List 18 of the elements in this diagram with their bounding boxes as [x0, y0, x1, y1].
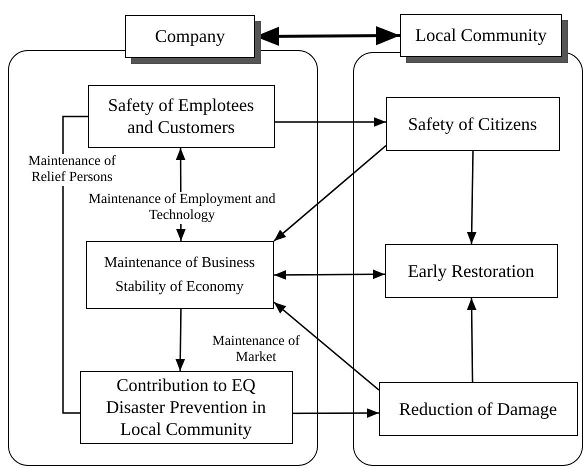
process-box: Early Restoration [384, 244, 558, 298]
connector-line [62, 116, 88, 414]
box-text: Maintenance of Business [104, 254, 255, 272]
process-box [86, 240, 274, 308]
arrow [274, 145, 386, 242]
arrow [293, 408, 379, 418]
process-box: Safety of Emplotees and Customers [88, 84, 274, 148]
arrow [466, 298, 476, 382]
process-box: Safety of Citizens [386, 96, 560, 150]
process-box: Contribution to EQ Disaster Prevention in Local Community [80, 370, 292, 444]
process-box: Reduction of Damage [378, 382, 578, 436]
box-text: Stability of Economy [115, 278, 244, 296]
arrow [274, 302, 380, 391]
arrow [275, 117, 386, 127]
group-panel [353, 52, 583, 466]
arrow [175, 308, 186, 372]
arrow [274, 270, 385, 280]
arrow [466, 150, 476, 244]
